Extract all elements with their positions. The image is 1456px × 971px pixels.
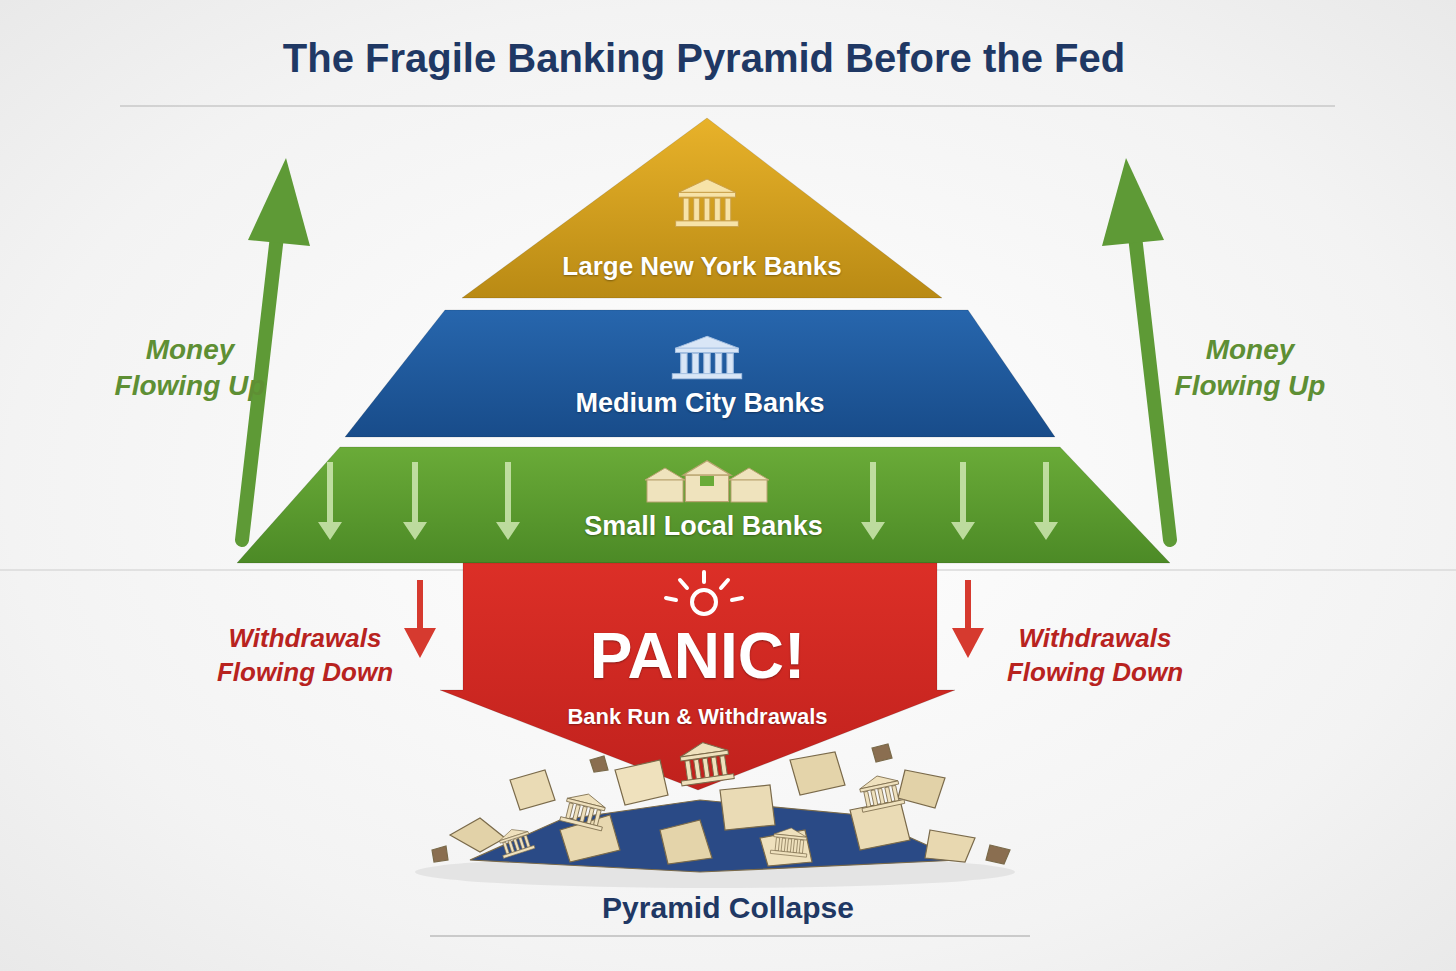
rubble-block (660, 820, 712, 864)
bank-icon (645, 468, 685, 502)
alarm-ray (732, 598, 742, 600)
small-arrow (403, 462, 427, 540)
arrow-head (248, 158, 310, 246)
diagram-title: The Fragile Banking Pyramid Before the F… (0, 36, 1456, 81)
alarm-circle (692, 590, 716, 614)
node-shape (440, 563, 955, 790)
node-heading: PANIC! (440, 623, 955, 690)
arrow-shaft (1135, 236, 1170, 540)
node-heading: Medium City Banks (345, 389, 1055, 417)
small-arrow (951, 462, 975, 540)
alarm-ray (721, 580, 728, 588)
arrow-head (1102, 158, 1164, 246)
rubble-block (925, 830, 975, 862)
arrow-shaft (242, 236, 277, 540)
node-heading: Large New York Banks (462, 253, 942, 280)
rubble-block (560, 815, 620, 862)
rubble-block (760, 830, 812, 866)
rubble-chip (872, 744, 892, 762)
rubble-block (615, 760, 668, 805)
pyramid-middle-tier: Medium City Banks (345, 310, 1055, 437)
small-arrow (861, 462, 885, 540)
rubble-chip (590, 756, 608, 772)
node-shape (237, 447, 1170, 563)
arrow-shaft (417, 580, 423, 632)
node-shape (462, 118, 942, 298)
small-arrow (1034, 462, 1058, 540)
alarm-ray (680, 580, 687, 588)
bank-icon (672, 336, 741, 379)
panic-arrow: PANIC! Bank Run & Withdrawals (440, 563, 955, 790)
arrow-head (404, 628, 436, 658)
small-arrow (496, 462, 520, 540)
withdrawal-down-arrow (952, 580, 984, 658)
rubble-chip (432, 846, 448, 862)
rubble-block (720, 785, 775, 830)
alarm-symbol (666, 572, 742, 614)
pyramid-top-tier: Large New York Banks (462, 118, 942, 298)
bank-icon (676, 179, 739, 227)
money-up-arrow (242, 158, 310, 540)
node-shape (345, 310, 1055, 437)
node-outline (237, 447, 1170, 563)
arrow-head (952, 628, 984, 658)
arrow-shaft (965, 580, 971, 632)
fallen-bank (496, 824, 535, 858)
rubble-pile (432, 744, 1010, 872)
title-rule (120, 105, 1335, 107)
rubble-shadow (415, 856, 1015, 888)
node-subtext: Bank Run & Withdrawals (440, 705, 955, 728)
bank-icon (683, 461, 731, 502)
alarm-ray (702, 572, 706, 582)
inner-down-arrows (318, 462, 1058, 540)
rubble-block (510, 770, 555, 810)
small-arrow (318, 462, 342, 540)
local-bank-icons (645, 461, 769, 502)
pyramid-bottom-tier: Small Local Banks (237, 447, 1170, 563)
rubble-block (850, 800, 910, 850)
blue-debris (470, 800, 960, 872)
money-up-arrow (1102, 158, 1170, 540)
fallen-bank (856, 772, 905, 813)
flow-label: Withdrawals Flowing Down (985, 622, 1205, 690)
flow-label: Money Flowing Up (110, 332, 270, 405)
collapse-caption: Pyramid Collapse (428, 888, 1028, 927)
node-outline (345, 310, 1055, 437)
rubble-chip (986, 845, 1010, 864)
alarm-ray (666, 598, 676, 600)
caption-rule (430, 935, 1030, 937)
bank-icon (729, 468, 769, 502)
rubble-block (450, 818, 505, 852)
withdrawal-down-arrow (404, 580, 436, 658)
flow-label: Withdrawals Flowing Down (195, 622, 415, 690)
node-heading: Small Local Banks (237, 512, 1170, 540)
rubble-block (898, 770, 945, 808)
fallen-bank (770, 826, 809, 857)
rubble-block (790, 752, 845, 795)
fallen-bank (676, 739, 734, 786)
door-mark (700, 476, 714, 486)
fallen-bank (560, 789, 609, 831)
flow-label: Money Flowing Up (1170, 332, 1330, 405)
